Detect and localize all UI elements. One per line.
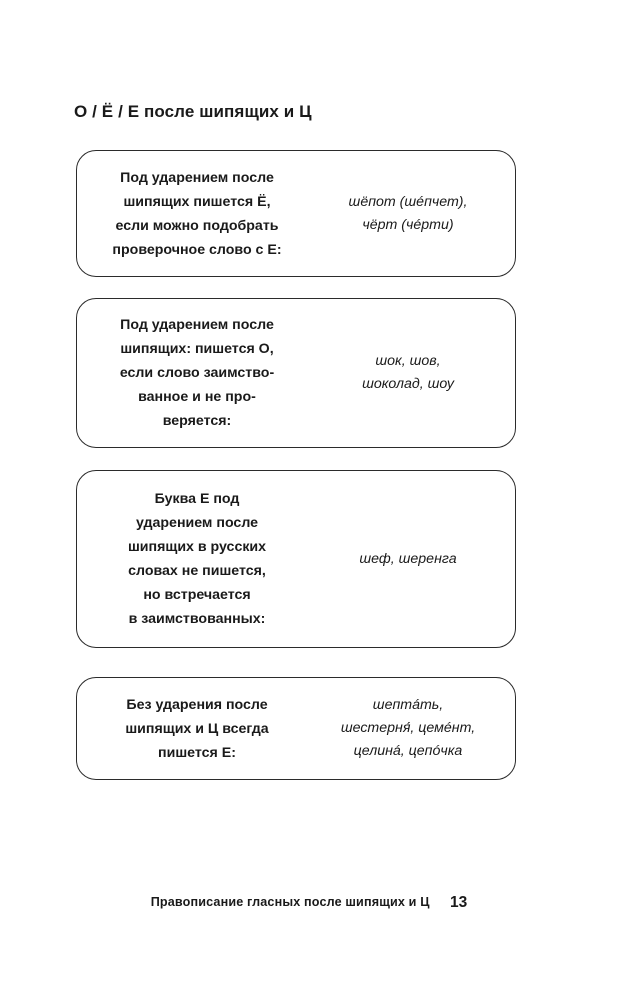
rule-text-line: Без ударения после bbox=[126, 696, 268, 713]
rule-box: Без ударения после шипящих и Ц всегда пи… bbox=[76, 677, 516, 780]
rule-text-line: ванное и не про- bbox=[138, 389, 256, 405]
page-number: 13 bbox=[450, 894, 468, 911]
rule-text-line: шипящих в русских bbox=[127, 539, 267, 555]
rule-text-line: проверочное слово с Е: bbox=[112, 241, 282, 258]
rule-text-line: пишется Е: bbox=[158, 744, 236, 761]
rule-example-line: чёрт (чéрти) bbox=[362, 216, 454, 233]
rule-text-line: если можно подобрать bbox=[115, 217, 279, 234]
rule-text-line: но встречается bbox=[143, 587, 251, 603]
page-footer: Правописание гласных после шипящих и Ц 1… bbox=[0, 893, 618, 912]
rule-text-line: шипящих пишется Ё, bbox=[123, 193, 271, 210]
rule-example-line: целинá, цепóчка bbox=[353, 743, 463, 759]
rule-text-line: ударением после bbox=[135, 515, 259, 531]
rule-example-line: шоколад, шоу bbox=[362, 376, 454, 392]
rule-examples: шёпот (шéпчет), чёрт (чéрти) bbox=[309, 191, 515, 237]
rule-text-line: словах не пишется, bbox=[128, 563, 266, 579]
rule-text-line: если слово заимство- bbox=[119, 365, 275, 381]
page-title: О / Ё / Е после шипящих и Ц bbox=[74, 102, 312, 121]
rule-text-line: Буква Е под bbox=[154, 491, 240, 507]
rule-text-line: шипящих и Ц всегда bbox=[125, 720, 269, 737]
rule-text-line: веряется: bbox=[162, 413, 232, 429]
rule-example-line: шептáть, bbox=[372, 697, 444, 713]
rule-text: Без ударения после шипящих и Ц всегда пи… bbox=[77, 693, 309, 765]
rule-text-line: Под ударением после bbox=[120, 317, 274, 333]
rule-example-line: шеф, шеренга bbox=[359, 550, 457, 567]
rule-text: Буква Е под ударением после шипящих в ру… bbox=[77, 487, 309, 631]
rule-box: Буква Е под ударением после шипящих в ру… bbox=[76, 470, 516, 648]
rule-example-line: шок, шов, bbox=[375, 353, 441, 369]
rule-example-line: шёпот (шéпчет), bbox=[348, 193, 468, 210]
rule-examples: шеф, шеренга bbox=[309, 548, 515, 571]
rule-text-line: Под ударением после bbox=[120, 169, 274, 186]
rule-box: Под ударением после шипящих: пишется О, … bbox=[76, 298, 516, 448]
rule-text: Под ударением после шипящих: пишется О, … bbox=[77, 313, 309, 433]
footer-section-title: Правописание гласных после шипящих и Ц bbox=[150, 895, 430, 909]
rule-text-line: в заимствованных: bbox=[128, 611, 266, 627]
rule-text: Под ударением после шипящих пишется Ё, е… bbox=[77, 166, 309, 262]
rule-examples: шептáть, шестерня́, цемéнт, целинá, цепó… bbox=[309, 694, 515, 763]
rule-box: Под ударением после шипящих пишется Ё, е… bbox=[76, 150, 516, 277]
rule-example-line: шестерня́, цемéнт, bbox=[340, 720, 476, 736]
rule-text-line: шипящих: пишется О, bbox=[120, 341, 274, 357]
rule-examples: шок, шов, шоколад, шоу bbox=[309, 350, 515, 396]
